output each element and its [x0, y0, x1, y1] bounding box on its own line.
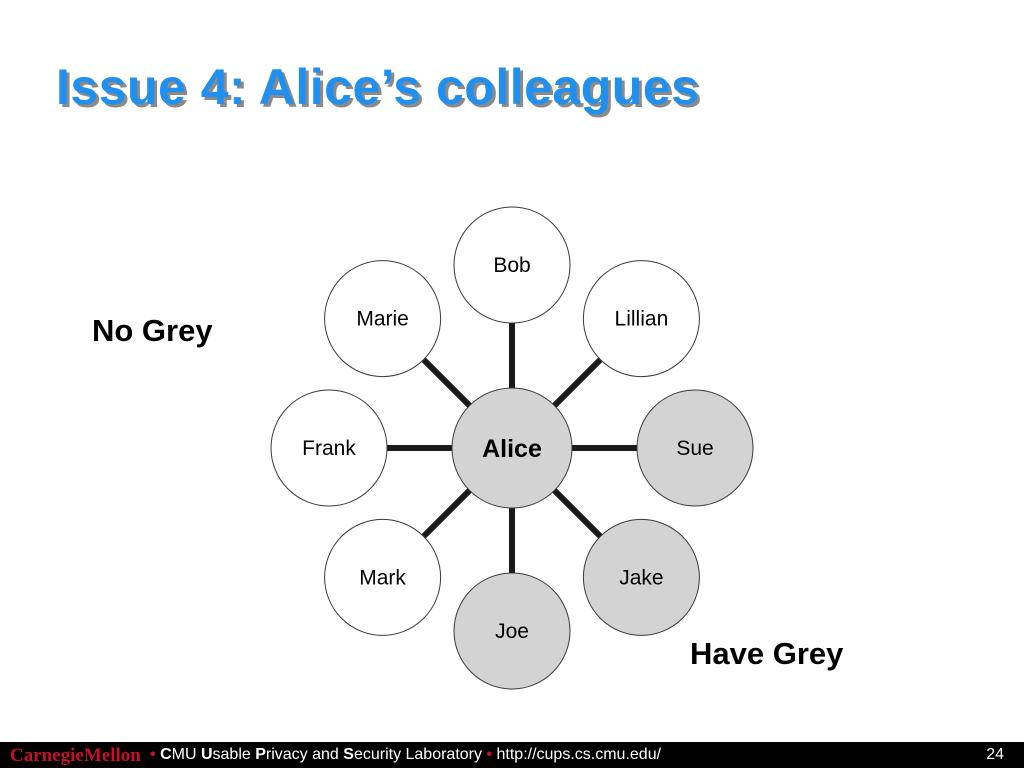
node-circle-frank	[270, 389, 388, 507]
edge-alice-mark	[421, 486, 474, 539]
node-circle-lillian	[582, 260, 700, 378]
footer-text-rivacy: rivacy and	[265, 746, 344, 763]
page-number: 24	[986, 746, 1004, 763]
cmu-logo: CarnegieMellon	[10, 745, 141, 766]
footer-text-sable: sable	[212, 746, 256, 763]
footer-initial-p: P	[255, 746, 266, 763]
node-joe: Joe	[453, 572, 571, 690]
node-label-sue: Sue	[676, 437, 713, 460]
node-circle-joe	[453, 572, 571, 690]
slide-title: Issue 4: Alice’s colleagues	[56, 59, 700, 115]
node-label-bob: Bob	[493, 254, 530, 277]
node-bob: Bob	[453, 206, 571, 324]
footer-initial-s: S	[343, 746, 354, 763]
node-circle-sue	[636, 389, 754, 507]
node-marie: Marie	[324, 260, 442, 378]
node-label-frank: Frank	[302, 437, 356, 460]
footer-url-link[interactable]: http://cups.cs.cmu.edu/	[492, 746, 662, 763]
edge-alice-lillian	[550, 357, 603, 410]
node-label-joe: Joe	[495, 620, 529, 643]
footer-lab-text: • CMU Usable Privacy and Security Labora…	[150, 746, 661, 764]
footer-text-ecurity: ecurity Laboratory	[353, 746, 487, 763]
node-circle-alice	[451, 387, 573, 509]
node-label-marie: Marie	[356, 308, 409, 331]
have-grey-label: Have Grey	[690, 636, 844, 671]
footer-initial-u: U	[200, 746, 213, 763]
node-circle-jake	[582, 518, 700, 636]
node-circle-bob	[453, 206, 571, 324]
edge-alice-jake	[550, 486, 603, 539]
node-label-lillian: Lillian	[615, 308, 669, 331]
footer-initial-c: C	[160, 746, 172, 763]
node-sue: Sue	[636, 389, 754, 507]
node-circle-marie	[324, 260, 442, 378]
node-label-alice: Alice	[482, 435, 542, 463]
node-circle-mark	[324, 518, 442, 636]
node-lillian: Lillian	[582, 260, 700, 378]
footer-bar: CarnegieMellon • CMU Usable Privacy and …	[0, 742, 1024, 768]
node-mark: Mark	[324, 518, 442, 636]
footer-separator: •	[150, 746, 156, 763]
node-jake: Jake	[582, 518, 700, 636]
node-label-jake: Jake	[619, 566, 663, 589]
node-frank: Frank	[270, 389, 388, 507]
node-label-mark: Mark	[359, 566, 406, 589]
edges-group	[387, 323, 637, 573]
node-alice-center: Alice	[451, 387, 573, 509]
no-grey-label: No Grey	[92, 313, 213, 348]
edge-alice-marie	[421, 357, 474, 410]
footer-separator: •	[486, 746, 493, 763]
footer-text-mu: MU	[171, 746, 201, 763]
